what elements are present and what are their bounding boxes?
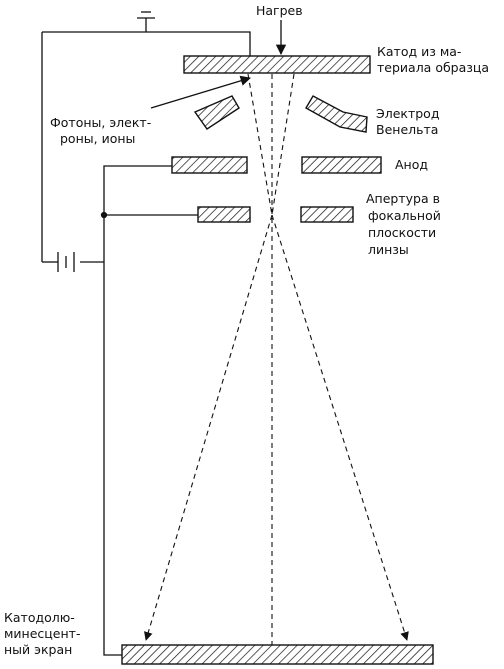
cathode-wire — [42, 31, 251, 56]
anode-right — [301, 156, 382, 174]
wehnelt-label-line2: Венельта — [376, 122, 439, 137]
heating-label: Нагрев — [256, 3, 303, 18]
wehnelt-label-line1: Электрод — [376, 106, 440, 121]
anode-wire — [103, 165, 172, 262]
screen-label-line1: Катодолю- — [4, 610, 75, 625]
anode-left — [171, 156, 248, 174]
junction-dot — [100, 211, 108, 219]
screen-wire — [103, 262, 122, 656]
aperture-label-line2: фокальной — [368, 208, 441, 223]
aperture-label-line4: линзы — [368, 242, 409, 257]
beam-ray-left — [247, 73, 273, 216]
aperture-left — [197, 206, 251, 223]
ground-icon — [137, 11, 155, 32]
photons-label-line2: роны, ионы — [60, 131, 136, 146]
beam-ray-to-screen-left — [144, 214, 273, 641]
screen-label-line2: минесцент- — [4, 626, 81, 641]
cathode-label-line1: Катод из ма- — [377, 44, 462, 59]
screen-label-line3: ный экран — [4, 642, 73, 657]
aperture-label-line1: Апертура в — [366, 191, 440, 206]
aperture-right — [300, 206, 354, 223]
battery-icon — [42, 252, 104, 272]
wehnelt-left — [193, 95, 240, 130]
photons-label-line1: Фотоны, элект- — [50, 115, 152, 130]
aperture-label-line3: плоскости — [368, 225, 437, 240]
emission-pointer — [150, 75, 251, 109]
beam-ray-to-screen-right — [271, 214, 409, 641]
beam-ray-right — [271, 73, 295, 216]
anode-label: Анод — [395, 157, 429, 172]
cathode-sample — [183, 55, 371, 74]
luminescent-screen — [121, 644, 434, 665]
wehnelt-right — [305, 95, 368, 133]
cathode-label-line2: териала образца — [377, 60, 490, 75]
